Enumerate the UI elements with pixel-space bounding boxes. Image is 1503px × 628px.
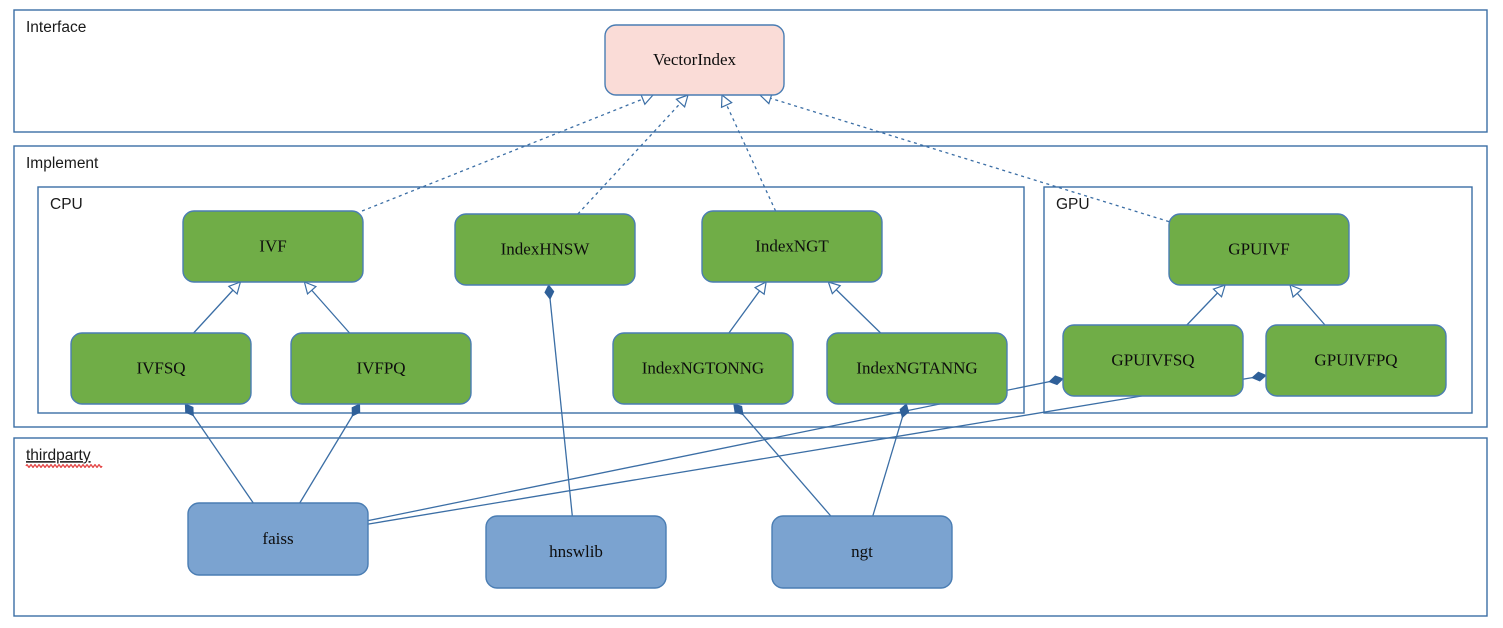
group-label-thirdparty: thirdparty — [26, 447, 91, 464]
edge-IVFSQ-to-IVF — [193, 281, 242, 334]
filled-diamond-arrow-icon-10 — [184, 403, 194, 417]
edge-hnswlib-to-IndexHNSW — [544, 284, 573, 517]
node-box-IndexNGT[interactable] — [701, 210, 883, 283]
node-label-IndexNGTONNG: IndexNGTONNG — [642, 358, 764, 377]
node-GPUIVF[interactable]: GPUIVF — [1168, 213, 1350, 286]
edge-IndexNGTANNG-to-IndexNGT — [827, 281, 882, 334]
node-box-GPUIVF[interactable] — [1168, 213, 1350, 286]
node-label-hnswlib: hnswlib — [549, 542, 603, 561]
edge-line — [367, 374, 1267, 525]
group-label-cpu: CPU — [50, 196, 83, 213]
filled-diamond-arrow-icon-13 — [1251, 371, 1267, 382]
node-hnswlib[interactable]: hnswlib — [485, 515, 667, 589]
edge-line — [547, 284, 573, 517]
node-box-GPUIVFSQ[interactable] — [1062, 324, 1244, 397]
edge-line — [577, 94, 689, 215]
edge-GPUIVFPQ-to-GPUIVF — [1289, 284, 1326, 326]
filled-diamond-arrow-icon-15 — [733, 403, 744, 416]
filled-diamond-arrow-icon-16 — [899, 403, 910, 419]
edge-IndexNGT-to-VectorIndex — [720, 93, 777, 212]
node-box-faiss[interactable] — [187, 502, 369, 576]
edge-IndexNGTONNG-to-IndexNGT — [728, 280, 767, 334]
edge-line — [299, 403, 361, 504]
edge-ngt-to-IndexNGTONNG — [733, 403, 832, 517]
node-IndexNGTONNG[interactable]: IndexNGTONNG — [612, 332, 794, 405]
node-faiss[interactable]: faiss — [187, 502, 369, 576]
filled-diamond-arrow-icon-14 — [544, 284, 555, 300]
node-label-ngt: ngt — [851, 542, 873, 561]
hollow-triangle-arrow-icon-2 — [720, 93, 733, 109]
edge-ngt-to-IndexNGTANNG — [872, 403, 910, 517]
group-label-implement: Implement — [26, 155, 99, 172]
edge-line — [872, 403, 907, 517]
edge-line — [827, 281, 882, 334]
group-label-gpu: GPU — [1056, 196, 1090, 213]
node-box-hnswlib[interactable] — [485, 515, 667, 589]
edges-layer — [184, 92, 1326, 525]
node-box-IVFPQ[interactable] — [290, 332, 472, 405]
hollow-triangle-arrow-icon-1 — [675, 94, 689, 108]
edge-IndexHNSW-to-VectorIndex — [577, 94, 689, 215]
node-label-faiss: faiss — [262, 529, 293, 548]
node-IVF[interactable]: IVF — [182, 210, 364, 283]
node-box-VectorIndex[interactable] — [604, 24, 785, 96]
filled-diamond-arrow-icon-12 — [1048, 375, 1064, 386]
node-label-VectorIndex: VectorIndex — [653, 50, 737, 69]
node-GPUIVFPQ[interactable]: GPUIVFPQ — [1265, 324, 1447, 397]
node-label-GPUIVFSQ: GPUIVFSQ — [1111, 350, 1194, 369]
node-label-IndexNGT: IndexNGT — [755, 236, 829, 255]
node-box-IndexNGTONNG[interactable] — [612, 332, 794, 405]
edge-line — [733, 403, 832, 517]
spellcheck-squiggle-icon — [25, 464, 103, 468]
node-box-IVF[interactable] — [182, 210, 364, 283]
hollow-triangle-arrow-icon-8 — [1212, 284, 1227, 298]
hollow-triangle-arrow-icon-5 — [303, 281, 318, 296]
edge-IVFPQ-to-IVF — [303, 281, 351, 334]
edge-faiss-to-GPUIVFPQ — [367, 371, 1267, 525]
filled-diamond-arrow-icon-11 — [351, 403, 361, 417]
node-IndexNGTANNG[interactable]: IndexNGTANNG — [826, 332, 1008, 405]
node-IVFSQ[interactable]: IVFSQ — [70, 332, 252, 405]
edge-line — [759, 94, 1170, 223]
node-label-GPUIVFPQ: GPUIVFPQ — [1314, 350, 1397, 369]
node-box-ngt[interactable] — [771, 515, 953, 589]
node-label-IndexNGTANNG: IndexNGTANNG — [856, 358, 977, 377]
edge-line — [721, 94, 777, 212]
hollow-triangle-arrow-icon-9 — [1289, 284, 1303, 299]
node-label-GPUIVF: GPUIVF — [1228, 239, 1289, 258]
node-IndexNGT[interactable]: IndexNGT — [701, 210, 883, 283]
hollow-triangle-arrow-icon-6 — [753, 280, 767, 296]
node-box-GPUIVFPQ[interactable] — [1265, 324, 1447, 397]
node-IndexHNSW[interactable]: IndexHNSW — [454, 213, 636, 286]
group-label-interface: Interface — [26, 19, 86, 36]
edge-faiss-to-IVFPQ — [299, 403, 361, 504]
node-label-IVFSQ: IVFSQ — [136, 358, 185, 377]
edge-GPUIVFSQ-to-GPUIVF — [1186, 284, 1227, 326]
node-box-IVFSQ[interactable] — [70, 332, 252, 405]
node-label-IVF: IVF — [259, 236, 286, 255]
edge-line — [184, 403, 254, 504]
node-label-IVFPQ: IVFPQ — [356, 358, 405, 377]
node-label-IndexHNSW: IndexHNSW — [501, 239, 591, 258]
node-box-IndexHNSW[interactable] — [454, 213, 636, 286]
node-box-IndexNGTANNG[interactable] — [826, 332, 1008, 405]
node-ngt[interactable]: ngt — [771, 515, 953, 589]
edge-faiss-to-IVFSQ — [184, 403, 254, 504]
node-IVFPQ[interactable]: IVFPQ — [290, 332, 472, 405]
hollow-triangle-arrow-icon-7 — [827, 281, 842, 295]
node-VectorIndex[interactable]: VectorIndex — [604, 24, 785, 96]
node-GPUIVFSQ[interactable]: GPUIVFSQ — [1062, 324, 1244, 397]
hollow-triangle-arrow-icon-4 — [227, 281, 242, 295]
